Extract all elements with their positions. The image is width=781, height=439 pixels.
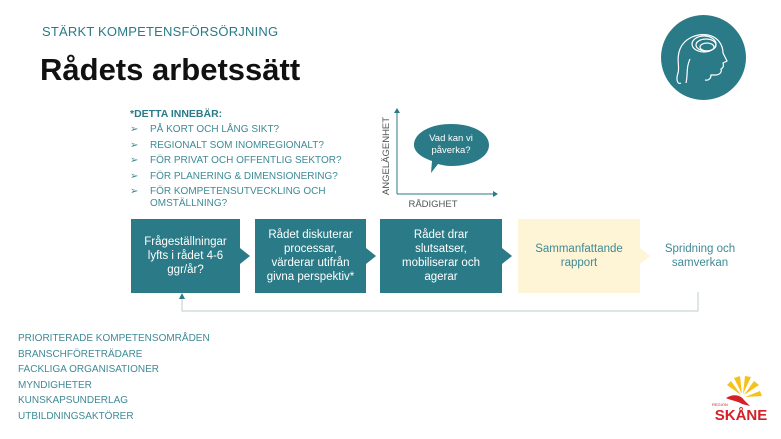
arrow-bullet-icon: ➢ [130,155,139,166]
stakeholder-item: BRANSCHFÖRETRÄDARE [18,348,143,360]
list-item: ➢ PÅ KORT OCH LÅNG SIKT? [130,124,350,136]
feedback-loop-arrow [179,292,699,312]
process-step-2: Rådet diskuterar processar, värderar uti… [255,219,376,293]
y-axis-label: ANGELÄGENHET [381,117,392,195]
list-item: ➢ REGIONALT SOM INOMREGIONALT? [130,140,350,152]
slide-title: Rådets arbetssätt [40,52,301,87]
stakeholder-item: PRIORITERADE KOMPETENSOMRÅDEN [18,333,210,344]
arrow-bullet-icon: ➢ [130,124,139,135]
griffin-sun-icon [726,376,762,406]
detta-innebar-list: *DETTA INNEBÄR: ➢PÅ KORT OCH LÅNG SIKT? … [130,108,350,214]
x-axis-label: RÅDIGHET [408,199,457,210]
arrow-bullet-icon: ➢ [130,139,139,151]
process-step-5: Spridning och samverkan [664,243,736,269]
logo-small-text: REGION [712,402,728,407]
list-item-text: FÖR PRIVAT OCH OFFENTLIG SEKTOR? [150,155,342,166]
stakeholder-item: KUNSKAPSUNDERLAG [18,395,129,406]
arrow-bullet-icon: ➢ [130,170,139,182]
process-step-4: Sammanfattande rapport [518,219,650,293]
axis-lines [396,111,495,195]
process-step-3: Rådet drar slutsatser, mobiliserar och a… [380,219,512,293]
list-item-text: FÖR PLANERING & DIMENSIONERING? [150,170,338,182]
region-skane-logo: SKÅNE REGION [712,374,772,430]
bubble-text: Vad kan vi påverka? [429,133,473,156]
list-item-text: FÖR KOMPETENSUTVECKLING OCH OMSTÄLLNING? [150,186,326,209]
stakeholder-item: MYNDIGHETER [18,379,92,391]
speech-bubble [414,124,489,173]
stakeholder-item: UTBILDNINGSAKTÖRER [18,410,134,422]
stakeholder-list: PRIORITERADE KOMPETENSOMRÅDEN BRANSCHFÖR… [18,331,210,424]
head-thinking-icon [661,15,746,100]
arrow-bullet-icon: ➢ [130,186,139,197]
list-item: ➢ FÖR PRIVAT OCH OFFENTLIG SEKTOR? [130,155,350,167]
matrix-diagram: ANGELÄGENHET RÅDIGHET [381,108,498,210]
list-item: ➢ FÖR KOMPETENSUTVECKLING OCH OMSTÄLLNING… [130,186,350,210]
list-item: ➢ FÖR PLANERING & DIMENSIONERING? [130,171,350,183]
stakeholder-item: FACKLIGA ORGANISATIONER [18,364,159,375]
list-heading: *DETTA INNEBÄR: [130,108,223,120]
slide-subtitle: STÄRKT KOMPETENSFÖRSÖRJNING [42,24,279,39]
list-item-text: PÅ KORT OCH LÅNG SIKT? [150,124,280,135]
logo-text: SKÅNE [714,407,768,424]
process-step-1: Frågeställningar lyfts i rådet 4-6 ggr/å… [131,219,250,293]
list-item-text: REGIONALT SOM INOMREGIONALT? [150,139,324,151]
